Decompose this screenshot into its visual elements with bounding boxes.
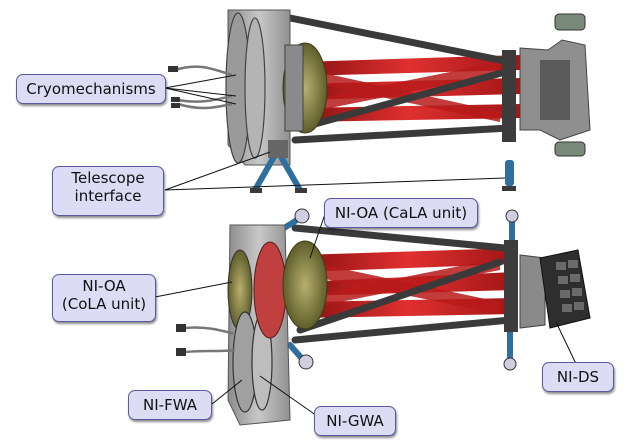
label-ni-oa-cala: NI-OA (CaLA unit) xyxy=(324,198,478,228)
label-ni-gwa: NI-GWA xyxy=(314,406,396,436)
top-view-assembly xyxy=(168,9,591,193)
label-ni-ds: NI-DS xyxy=(542,362,614,392)
bottom-optical-beams xyxy=(300,248,515,318)
top-truss-struts xyxy=(286,14,514,144)
label-telescope-interface: Telescope interface xyxy=(52,166,164,216)
label-ni-oa-cola: NI-OA (CoLA unit) xyxy=(52,274,156,322)
top-telescope-feet xyxy=(252,152,303,193)
bottom-detector-bench xyxy=(504,240,518,332)
detector-array xyxy=(539,249,591,329)
bottom-truss-struts xyxy=(291,224,514,344)
top-optical-beams xyxy=(300,55,520,122)
label-cryomechanisms: Cryomechanisms xyxy=(16,74,166,104)
top-detector-bench xyxy=(502,50,516,142)
top-cables xyxy=(174,65,233,110)
bottom-cala-unit xyxy=(282,240,328,330)
label-ni-fwa: NI-FWA xyxy=(128,390,212,420)
leader-lines xyxy=(154,74,579,419)
bottom-view-assembly xyxy=(176,208,591,426)
